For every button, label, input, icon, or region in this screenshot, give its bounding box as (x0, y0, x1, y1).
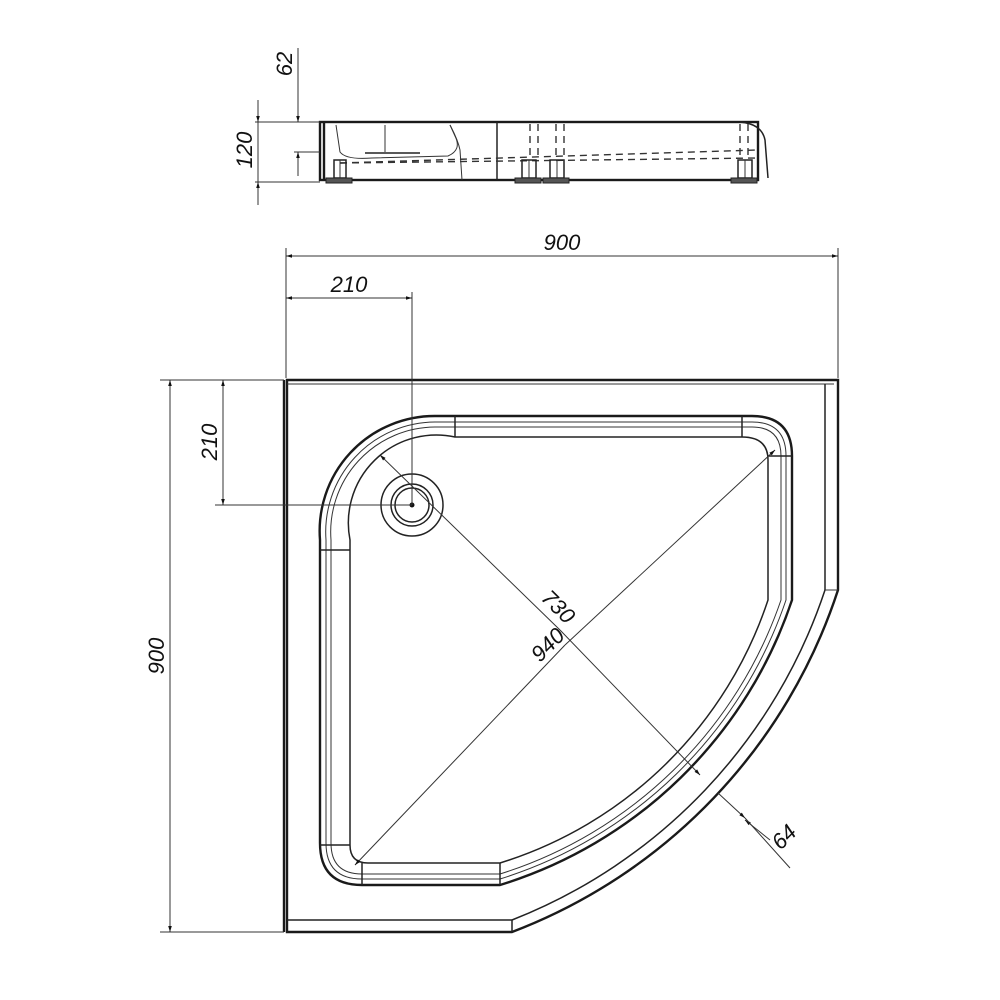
foot-icon (325, 159, 353, 184)
dimension-drain-y: 210 (197, 380, 412, 506)
side-tray-curved-end (739, 121, 769, 179)
dimension-drain-x: 210 (286, 272, 413, 505)
dimension-side-height: 120 (232, 100, 320, 205)
dimension-label-940: 940 (526, 622, 570, 666)
dimension-label-210-y: 210 (197, 423, 222, 461)
side-tray-body (318, 120, 760, 182)
foot-icon (514, 159, 542, 184)
dimension-rim-width: 64 (717, 792, 801, 869)
foot-icon (542, 159, 570, 184)
side-view: 120 62 (232, 48, 769, 205)
side-hidden-line (339, 149, 758, 164)
basin-outer-lip (318, 414, 794, 887)
dimension-label-730: 730 (536, 585, 580, 629)
dimension-width: 900 (285, 230, 839, 378)
basin-floor-edge (347, 434, 769, 864)
dimension-side-thickness: 62 (272, 48, 320, 176)
dimension-label-210-x: 210 (330, 272, 368, 297)
dimension-label-120: 120 (232, 131, 257, 168)
tray-outer-outline (285, 378, 840, 934)
dimension-outer-diagonal: 940 (354, 449, 776, 866)
dimension-label-900-width: 900 (544, 230, 581, 255)
dimension-label-62: 62 (272, 52, 297, 76)
tray-outer-rim (511, 589, 826, 921)
dimension-label-900-depth: 900 (144, 637, 169, 674)
plan-view: 900 210 900 210 730 (144, 230, 840, 934)
dimension-inner-diagonal: 730 (379, 454, 701, 776)
foot-icon (730, 159, 758, 184)
dimension-depth: 900 (144, 379, 284, 933)
dimension-label-64: 64 (766, 819, 801, 854)
